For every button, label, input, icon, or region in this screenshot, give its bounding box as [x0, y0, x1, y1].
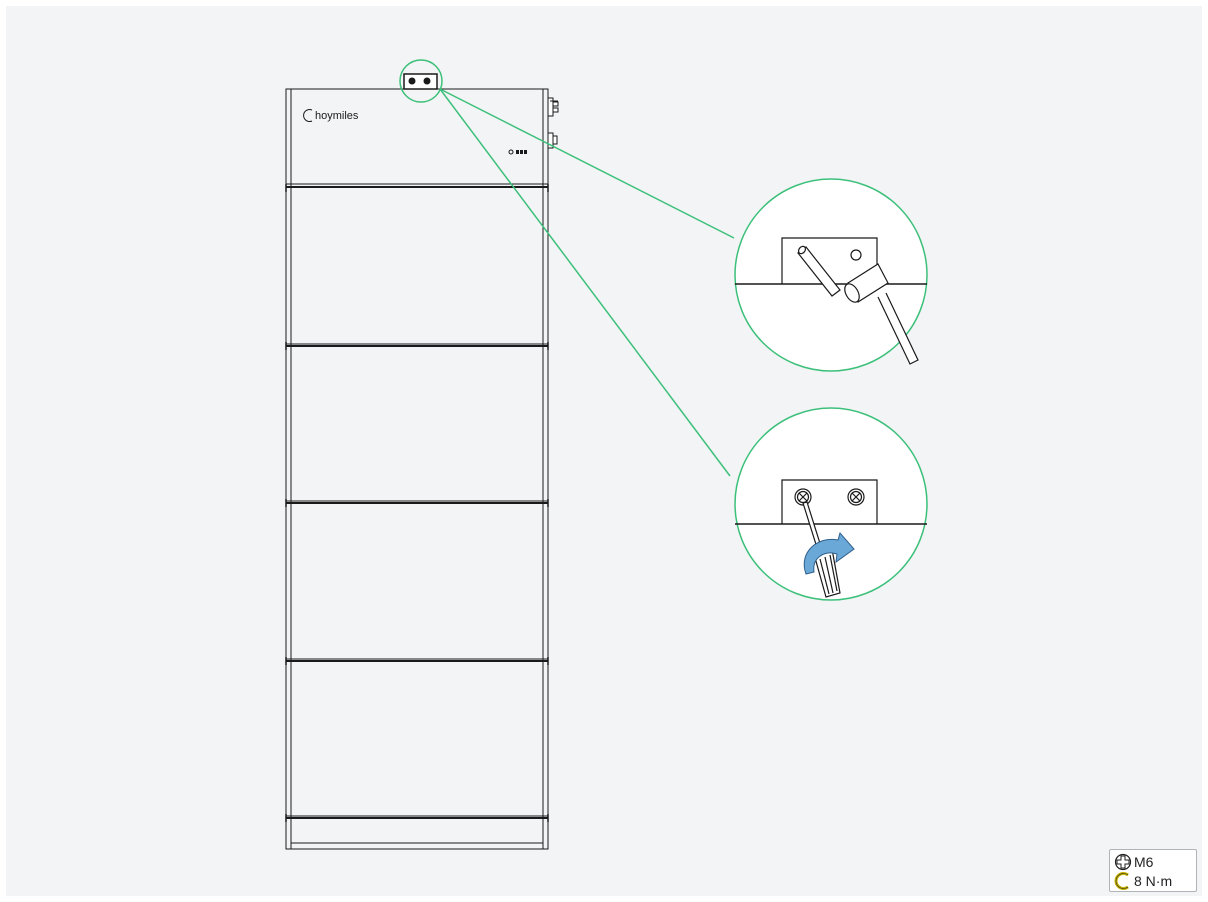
callout-lines [399, 59, 735, 477]
detail-callout-install [734, 178, 928, 372]
battery-stack [285, 73, 559, 850]
base-plate [286, 815, 548, 844]
torque-wrench-icon [1114, 871, 1129, 890]
callout-highlight-circle [399, 59, 443, 103]
top-bracket [403, 73, 438, 90]
side-connector [547, 97, 559, 117]
battery-module [286, 658, 548, 662]
rotation-arrow-icon [803, 531, 855, 575]
installation-diagram: hoymiles [285, 59, 928, 850]
detail-callout-tighten [734, 407, 928, 601]
battery-module [286, 343, 548, 347]
torque-spec: 8 N·m [1113, 871, 1172, 890]
led-indicator [516, 150, 527, 154]
phillips-screw-icon [1114, 853, 1132, 870]
controller-module [286, 183, 548, 188]
brand-logo: hoymiles [303, 109, 359, 122]
screw-spec-label: M6 [1134, 853, 1154, 870]
battery-module [286, 500, 548, 504]
brand-logo-text: hoymiles [315, 110, 359, 122]
torque-spec-label: 8 N·m [1134, 872, 1173, 889]
diagram-canvas: hoymiles [6, 6, 1202, 896]
cabinet-outline [285, 88, 549, 850]
side-connector [547, 132, 558, 149]
spec-legend: M6 8 N·m [1109, 849, 1197, 892]
phillips-screw [847, 488, 865, 506]
power-button [508, 149, 514, 155]
screw-spec: M6 [1113, 852, 1153, 871]
